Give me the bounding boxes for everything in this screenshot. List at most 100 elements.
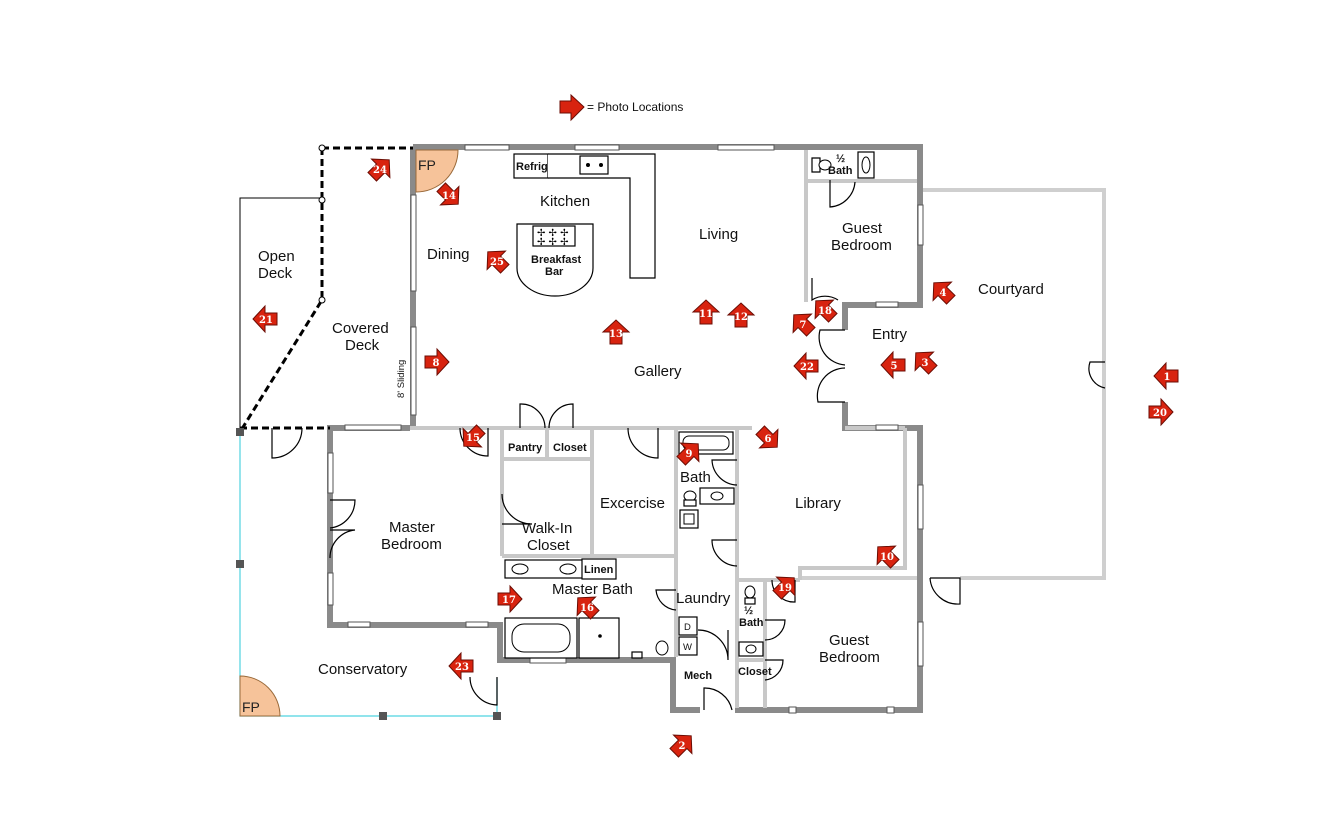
closet-label-top: Closet (553, 442, 587, 454)
room-master-bedroom-line2: Bedroom (381, 536, 442, 553)
room-guest-bedroom-2-line1: Guest (829, 632, 870, 649)
photo-location-arrow: 10 (876, 545, 900, 569)
photo-location-arrow: 5 (880, 350, 906, 380)
room-master-bath: Master Bath (552, 581, 633, 598)
photo-location-arrow: 24 (367, 158, 391, 182)
sink-icon (579, 155, 609, 175)
room-gallery: Gallery (634, 363, 682, 380)
closet-label-bottom: Closet (738, 666, 772, 678)
photo-location-number: 23 (455, 662, 469, 673)
photo-location-arrow: 4 (932, 281, 956, 305)
photo-location-arrow: 13 (601, 319, 631, 345)
toilet-icon (744, 585, 756, 599)
photo-location-arrow: 14 (436, 182, 460, 206)
dryer-label: D (684, 622, 691, 633)
room-conservatory: Conservatory (318, 661, 408, 678)
courtyard-wall (920, 188, 1106, 580)
room-kitchen: Kitchen (540, 193, 590, 210)
photo-location-arrow: 25 (486, 250, 510, 274)
photo-location-number: 25 (490, 257, 504, 268)
photo-location-number: 10 (880, 552, 894, 563)
photo-arrow-icon (876, 545, 900, 569)
photo-location-arrow: 7 (792, 313, 816, 337)
photo-location-arrow: 19 (772, 576, 796, 600)
photo-location-number: 11 (699, 309, 713, 320)
svg-text:✢ ✢ ✢: ✢ ✢ ✢ (537, 228, 569, 239)
photo-arrow-icon (880, 350, 906, 380)
shower-icon (578, 617, 620, 659)
photo-location-number: 16 (580, 603, 594, 614)
photo-arrow-icon (448, 651, 474, 681)
photo-location-number: 15 (466, 433, 480, 444)
photo-arrow-icon (669, 734, 693, 758)
photo-location-arrow: 8 (424, 347, 450, 377)
photo-location-number: 22 (800, 362, 814, 373)
photo-arrow-icon (576, 596, 600, 620)
legend-arrow-icon (559, 93, 585, 122)
windows (327, 144, 924, 714)
linen-closet (581, 558, 617, 580)
fireplace-label-bottom: FP (242, 699, 260, 715)
sink-icon (699, 487, 735, 505)
photo-location-arrow: 1 (1153, 361, 1179, 391)
photo-location-arrow: 22 (793, 351, 819, 381)
room-walkin-closet-line2: Closet (527, 537, 570, 554)
interior-walls (410, 150, 917, 708)
photo-location-arrow: 18 (814, 299, 838, 323)
legend: = Photo Locations (559, 93, 683, 122)
master-bath-fixtures: Linen (504, 558, 669, 659)
washer-icon (678, 636, 698, 656)
bathtub-icon (504, 617, 578, 659)
half-bath-low-label: Bath (739, 617, 764, 629)
room-guest-bedroom-1-line2: Bedroom (831, 237, 892, 254)
vanity (504, 559, 586, 579)
pantry-label: Pantry (508, 442, 543, 454)
photo-arrow-icon (462, 424, 486, 448)
dryer-icon (678, 616, 698, 636)
photo-location-arrow: 6 (755, 425, 779, 449)
photo-location-number: 12 (734, 312, 748, 323)
photo-arrow-icon (814, 299, 838, 323)
svg-text:✢ ✢ ✢: ✢ ✢ ✢ (537, 237, 569, 248)
photo-location-arrow: 17 (497, 584, 523, 614)
photo-location-number: 6 (765, 434, 772, 445)
photo-location-number: 14 (442, 191, 456, 202)
photo-arrow-icon (755, 425, 779, 449)
photo-location-number: 13 (609, 329, 623, 340)
laundry-fixtures: D W (678, 585, 764, 657)
half-bath-low-frac: ½ (744, 605, 753, 617)
photo-arrow-icon (691, 299, 721, 325)
photo-location-arrow: 12 (726, 302, 756, 328)
breakfast-bar-label-1: Breakfast (531, 254, 581, 266)
photo-location-number: 3 (922, 358, 929, 369)
photo-arrow-icon (726, 302, 756, 328)
washer-label: W (683, 642, 692, 653)
photo-location-arrow: 21 (252, 304, 278, 334)
room-dining: Dining (427, 246, 470, 263)
photo-arrow-icon (424, 347, 450, 377)
photo-location-arrow: 9 (676, 442, 700, 466)
room-labels: Kitchen Dining Living Gallery Guest Bedr… (258, 193, 1044, 678)
photo-location-arrow: 16 (576, 596, 600, 620)
photo-location-number: 8 (433, 358, 440, 369)
mech-label: Mech (684, 670, 712, 682)
fireplace-icon: FP (415, 149, 459, 193)
photo-location-number: 1 (1164, 372, 1171, 383)
room-library: Library (795, 495, 841, 512)
half-bath-top-frac: ½ (836, 153, 845, 165)
photo-location-number: 5 (891, 361, 898, 372)
photo-location-arrow: 23 (448, 651, 474, 681)
photo-arrow-icon (676, 442, 700, 466)
half-bath-top: ½ Bath (811, 151, 875, 179)
room-walkin-closet-line1: Walk-In (522, 520, 572, 537)
linen-label: Linen (584, 564, 614, 576)
photo-location-arrow: 3 (914, 351, 938, 375)
photo-location-number: 21 (259, 315, 273, 326)
toilet-icon (655, 640, 669, 656)
photo-location-arrow: 15 (462, 424, 486, 448)
photo-location-number: 19 (778, 583, 792, 594)
half-bath-top-label: Bath (828, 165, 853, 177)
photo-arrow-icon (252, 304, 278, 334)
